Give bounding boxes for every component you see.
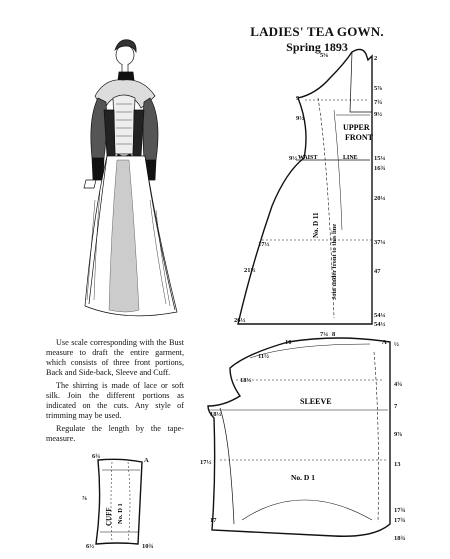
front-mark-right-5: 16¾ — [374, 165, 386, 172]
sleeve-label: SLEEVE — [300, 397, 332, 406]
front-mark-right-2: 7¾ — [374, 99, 382, 106]
cuff-label: CUFF — [105, 507, 113, 526]
front-mark-left-4: 17½ — [258, 241, 270, 248]
line-label: LINE — [343, 155, 358, 161]
sleeve-mark-left-1: 18½ — [240, 377, 252, 384]
front-mark-left-0: 5⅝ — [320, 52, 328, 59]
front-mark-right-7: 37¼ — [374, 239, 386, 246]
sleeve-mark-top-0: 7¼ — [320, 331, 328, 338]
front-mark-right-4: 15¼ — [374, 155, 386, 162]
sleeve-part-number: No. D 1 — [291, 473, 315, 482]
sleeve-mark-right-6: 17¾ — [394, 517, 406, 524]
front-pattern-piece — [237, 48, 373, 325]
gown-illustration — [83, 39, 178, 317]
fold-note: Join under front to this line — [331, 224, 338, 300]
cuff-mark-0: 6¾ — [92, 453, 100, 460]
sleeve-pattern-piece — [207, 337, 391, 537]
sleeve-mark-right-5: 17¾ — [394, 507, 406, 514]
cuff-pattern-piece — [95, 458, 143, 545]
front-mark-left-5: 21½ — [244, 267, 256, 274]
cuff-mark-1: A — [144, 457, 149, 464]
instruction-paragraph-1: Use scale corresponding with the Bust me… — [46, 338, 184, 377]
front-mark-right-3: 9½ — [374, 111, 382, 118]
instruction-paragraph-2: The shirring is made of lace or soft sil… — [46, 381, 184, 420]
page-subtitle: Spring 1893 — [286, 40, 348, 54]
front-mark-left-3: 9½ — [289, 155, 297, 162]
front-mark-right-10: 54½ — [374, 321, 386, 328]
sleeve-mark-right-3: 9⅞ — [394, 431, 402, 438]
sleeve-mark-right-7: 18¾ — [394, 535, 406, 542]
front-label-front: FRONT — [345, 133, 374, 142]
sleeve-mark-left-0: 11½ — [258, 353, 269, 360]
front-mark-right-0: 2 — [374, 55, 377, 62]
front-mark-right-8: 47 — [374, 268, 381, 275]
front-part-number: No. D 11 — [312, 212, 320, 238]
waist-label: WAIST — [298, 155, 317, 161]
sleeve-mark-right-1: 4¾ — [394, 381, 402, 388]
front-mark-right-9: 54¼ — [374, 312, 386, 319]
sleeve-mark-top-3: A — [382, 339, 387, 346]
sleeve-mark-right-0: ½ — [394, 341, 399, 348]
instruction-paragraph-3: Regulate the length by the tape-measure. — [46, 424, 184, 443]
front-mark-left-2: 9½ — [296, 115, 304, 122]
front-label-upper: UPPER — [343, 123, 370, 132]
front-mark-right-1: 5⅞ — [374, 85, 382, 92]
front-mark-left-1: 9 — [296, 95, 300, 102]
sleeve-mark-right-2: 7 — [394, 403, 398, 410]
front-mark-left-6: 26½ — [234, 317, 246, 324]
sleeve-mark-top-2: 10 — [285, 339, 292, 346]
cuff-mark-2: ⅞ — [82, 495, 87, 502]
sleeve-mark-left-3: 17½ — [200, 459, 212, 466]
cuff-part-number: No. D 1 — [117, 503, 124, 524]
cuff-mark-3: 6½ — [86, 543, 94, 550]
page-title: LADIES' TEA GOWN. — [250, 24, 384, 39]
front-mark-right-6: 20¼ — [374, 195, 386, 202]
sleeve-mark-left-2: 18½ — [210, 411, 222, 418]
sleeve-mark-right-4: 13 — [394, 461, 401, 468]
sleeve-mark-top-1: 8 — [332, 331, 336, 338]
sleeve-mark-left-4: 17 — [210, 517, 217, 524]
drafting-instructions: Use scale corresponding with the Bust me… — [46, 338, 184, 447]
cuff-mark-4: 10¾ — [142, 543, 154, 550]
